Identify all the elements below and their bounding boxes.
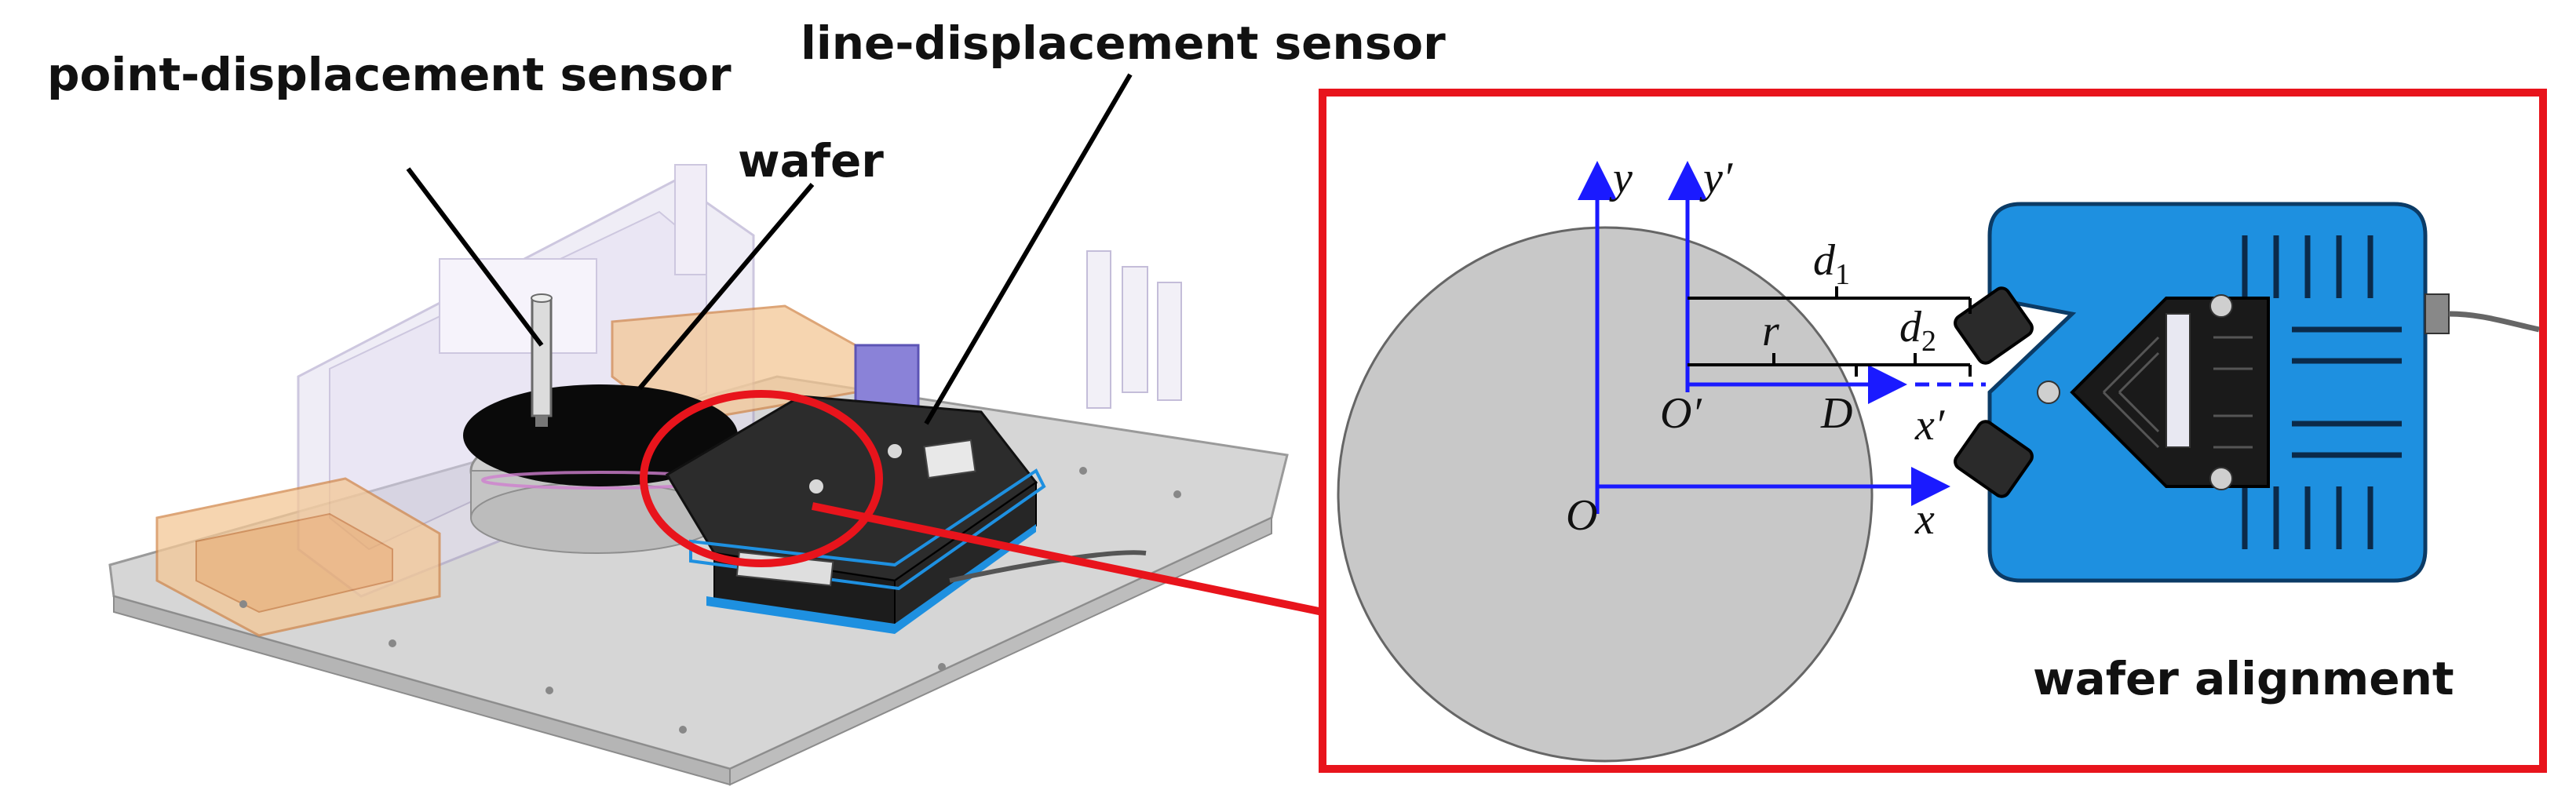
label-x: x (1914, 495, 1935, 544)
leader-line-sensor (924, 73, 1133, 425)
line-sensor-topview (1954, 202, 2540, 583)
zoom-connector (811, 502, 1324, 616)
purple-block (854, 344, 920, 410)
leader-wafer (637, 183, 815, 390)
pipe-fittings (1086, 250, 1182, 409)
translucent-frame (297, 164, 755, 598)
label-origin-prime: O′ (1660, 389, 1702, 438)
leader-point-sensor (406, 167, 544, 347)
label-y-prime: y′ (1699, 154, 1733, 202)
label-D: D (1820, 389, 1852, 438)
label-point-sensor: point-displacement sensor (47, 48, 732, 101)
label-origin: O (1566, 491, 1597, 540)
label-line-sensor: line-displacement sensor (801, 16, 1446, 70)
plate-bolts (239, 467, 1181, 734)
label-d1: d1 (1813, 236, 1850, 291)
label-wafer: wafer (738, 134, 884, 188)
label-r: r (1762, 307, 1779, 355)
label-x-prime: x′ (1914, 401, 1945, 450)
machine-illustration (108, 73, 1324, 786)
dimension-lines (1688, 286, 1972, 377)
zoom-ellipse (640, 390, 883, 567)
wafer-circle (1337, 226, 1874, 763)
label-y: y (1609, 154, 1633, 202)
label-d2: d2 (1899, 303, 1936, 358)
point-sensor-post (531, 293, 553, 427)
label-wafer-alignment: wafer alignment (2033, 652, 2454, 705)
stage-part-left (155, 477, 441, 637)
line-sensor-3d (665, 395, 1046, 634)
